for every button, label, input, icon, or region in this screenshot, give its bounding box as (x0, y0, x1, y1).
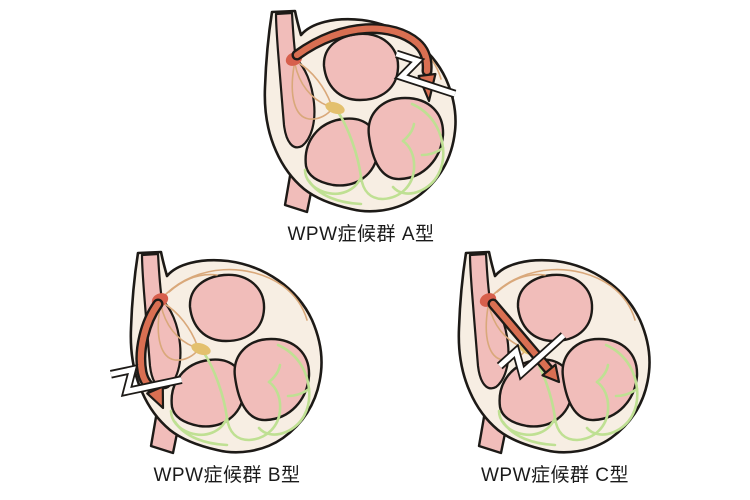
caption-type-a: WPW症候群 A型 (287, 224, 435, 245)
heart-diagram-type-c (457, 250, 651, 455)
accessory-pathway-arrow-type-c (487, 298, 564, 382)
figure-wpw-type-b: WPW症候群 B型 (125, 250, 329, 487)
caption-type-b: WPW症候群 B型 (153, 465, 301, 486)
heart-diagram-type-a (263, 9, 461, 214)
caption-type-c: WPW症候群 C型 (480, 465, 630, 486)
figure-wpw-type-a: WPW症候群 A型 (259, 9, 463, 246)
accessory-pathway-arrow-type-b (111, 298, 182, 410)
figure-wpw-type-c: WPW症候群 C型 (453, 250, 657, 487)
heart-diagram-type-b (125, 250, 323, 455)
accessory-pathway-arrow-type-a (291, 23, 461, 103)
